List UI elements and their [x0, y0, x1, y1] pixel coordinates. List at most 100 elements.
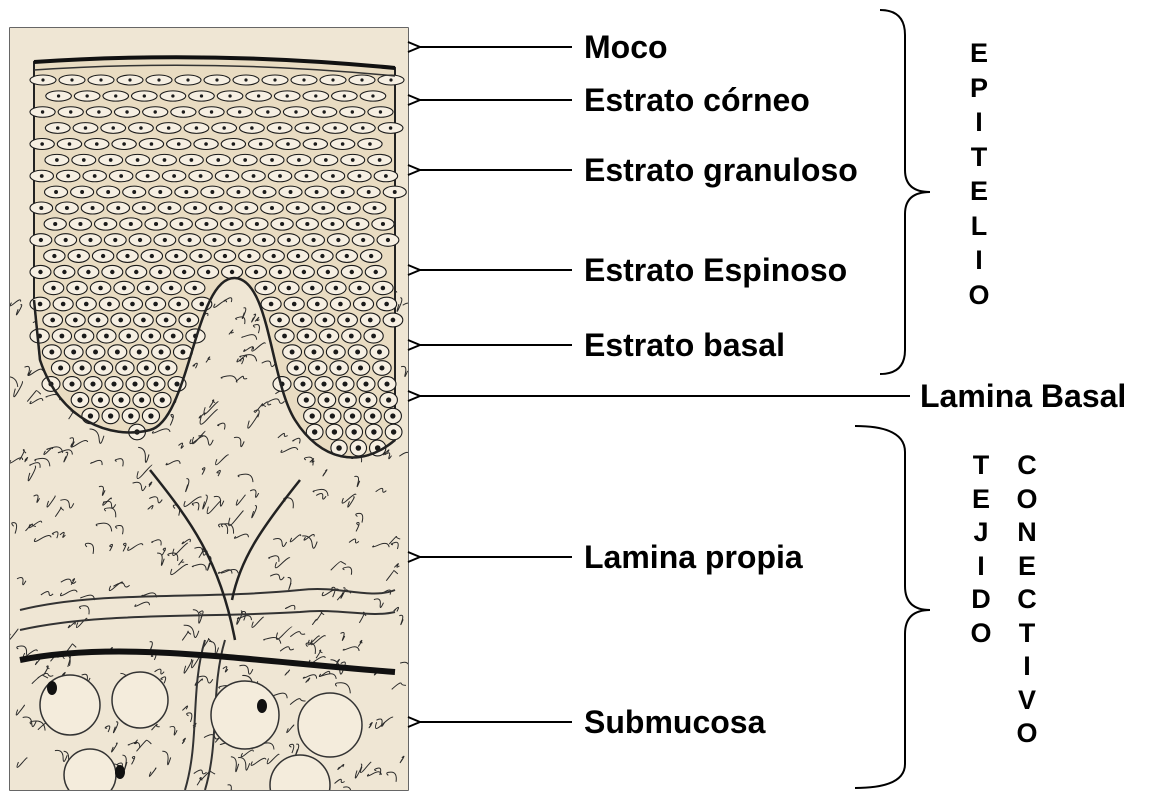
fat-cell-nucleus: [257, 699, 267, 713]
epitelio-letter: E: [964, 40, 994, 75]
cell-nucleus: [38, 270, 42, 274]
cell-nucleus: [324, 397, 329, 402]
cell-nucleus: [286, 142, 290, 146]
cell-nucleus: [93, 350, 98, 355]
cell-nucleus: [289, 190, 293, 194]
cell-nucleus: [312, 429, 317, 434]
cell-nucleus: [300, 381, 305, 386]
cell-nucleus: [136, 158, 140, 162]
cell-nucleus: [154, 222, 158, 226]
cell-nucleus: [332, 429, 337, 434]
cell-nucleus: [77, 397, 82, 402]
cell-nucleus: [98, 286, 103, 291]
cell-nucleus: [153, 302, 158, 307]
cell-nucleus: [40, 174, 44, 178]
cell-nucleus: [390, 413, 395, 418]
tejido-letter: D: [966, 586, 996, 620]
cell-nucleus: [371, 334, 376, 339]
cell-nucleus: [160, 397, 165, 402]
cell-nucleus: [86, 94, 89, 97]
cell-nucleus: [314, 142, 318, 146]
label-lamina-basal: Lamina Basal: [920, 380, 1126, 412]
cell-nucleus: [377, 350, 382, 355]
cell-nucleus: [206, 270, 210, 274]
cell-nucleus: [122, 142, 126, 146]
cell-nucleus: [66, 174, 70, 178]
conectivo-letter: C: [1012, 586, 1042, 620]
fat-cell: [298, 693, 362, 757]
cell-nucleus: [321, 381, 326, 386]
cell-nucleus: [255, 222, 259, 226]
cell-nucleus: [342, 381, 347, 386]
cell-nucleus: [108, 413, 113, 418]
cell-nucleus: [222, 126, 226, 130]
cell-nucleus: [351, 429, 356, 434]
cell-nucleus: [195, 126, 199, 130]
cell-nucleus: [250, 126, 254, 130]
cell-nucleus: [315, 365, 320, 370]
cell-nucleus: [122, 365, 127, 370]
cell-nucleus: [55, 158, 59, 162]
cell-nucleus: [138, 238, 142, 242]
cell-nucleus: [310, 413, 315, 418]
cell-nucleus: [190, 158, 194, 162]
cell-nucleus: [118, 397, 123, 402]
cell-nucleus: [333, 126, 337, 130]
cell-nucleus: [278, 270, 282, 274]
cell-nucleus: [378, 158, 382, 162]
cell-nucleus: [180, 350, 185, 355]
cell-nucleus: [355, 350, 360, 355]
cell-nucleus: [321, 206, 325, 210]
cell-nucleus: [371, 429, 376, 434]
cell-nucleus: [193, 206, 197, 210]
cell-nucleus: [58, 365, 63, 370]
cell-nucleus: [125, 254, 129, 258]
cell-nucleus: [296, 206, 300, 210]
label-submucosa: Submucosa: [584, 706, 765, 738]
epitelio-letter: I: [964, 109, 994, 144]
cell-nucleus: [165, 365, 170, 370]
cell-nucleus: [163, 238, 167, 242]
cell-nucleus: [210, 110, 213, 113]
cell-nucleus: [244, 78, 247, 81]
cell-nucleus: [71, 350, 76, 355]
brace-tejido-conectivo: [855, 426, 930, 788]
cell-nucleus: [373, 206, 377, 210]
conectivo-letter: I: [1012, 653, 1042, 687]
cell-nucleus: [391, 429, 396, 434]
cell-nucleus: [86, 270, 90, 274]
cell-nucleus: [311, 238, 315, 242]
cell-nucleus: [174, 254, 178, 258]
cell-nucleus: [41, 110, 44, 113]
cell-nucleus: [69, 110, 72, 113]
cell-nucleus: [314, 94, 317, 97]
cell-nucleus: [290, 350, 295, 355]
cell-nucleus: [101, 254, 105, 258]
cell-nucleus: [96, 318, 101, 323]
cell-nucleus: [236, 190, 240, 194]
cell-nucleus: [111, 126, 115, 130]
cell-nucleus: [310, 286, 315, 291]
cell-nucleus: [97, 110, 100, 113]
cell-nucleus: [186, 78, 189, 81]
cell-nucleus: [304, 397, 309, 402]
cell-nucleus: [75, 286, 80, 291]
cell-nucleus: [389, 126, 393, 130]
cell-nucleus: [182, 110, 185, 113]
cell-nucleus: [379, 365, 384, 370]
cell-nucleus: [95, 142, 99, 146]
cell-nucleus: [324, 158, 328, 162]
cell-nucleus: [262, 238, 266, 242]
cell-nucleus: [343, 94, 346, 97]
cell-nucleus: [347, 206, 351, 210]
epitelio-letter: P: [964, 75, 994, 110]
cell-nucleus: [141, 318, 146, 323]
cell-nucleus: [365, 397, 370, 402]
cell-nucleus: [386, 397, 391, 402]
cell-nucleus: [104, 222, 108, 226]
cell-nucleus: [297, 158, 301, 162]
cell-nucleus: [252, 174, 256, 178]
cell-nucleus: [358, 174, 362, 178]
cell-nucleus: [287, 238, 291, 242]
cell-nucleus: [82, 158, 86, 162]
